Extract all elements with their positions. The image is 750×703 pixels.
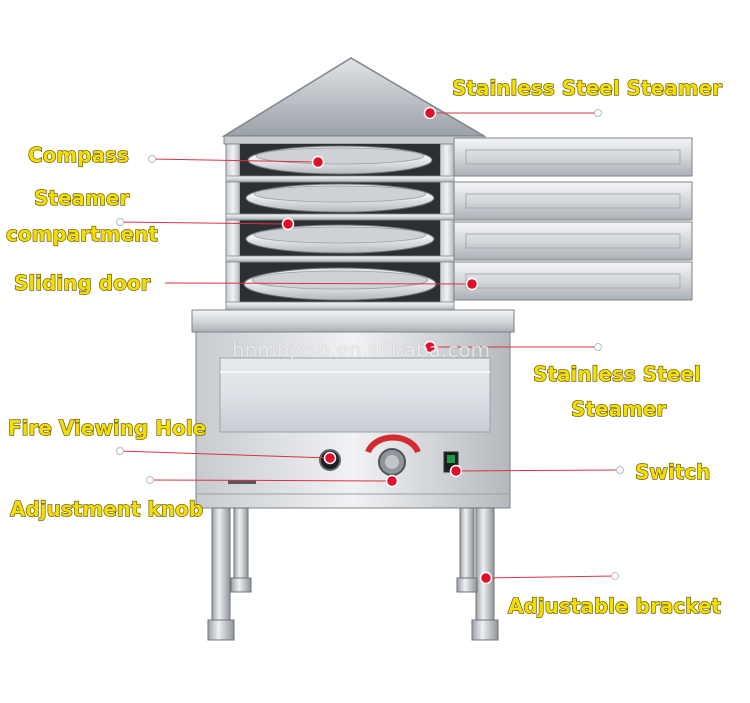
label-stainless-steel-steamer-top: Stainless Steel Steamer <box>451 76 722 100</box>
steamer-trays <box>243 145 437 301</box>
leader-lines <box>119 112 621 579</box>
label-stainless-steel-line1: Stainless Steel <box>532 362 701 386</box>
label-switch: Switch <box>634 460 711 484</box>
label-stainless-steel-line2: Steamer <box>570 397 667 421</box>
label-steamer-compartment-line2: compartment <box>5 222 158 246</box>
label-adjustment-knob: Adjustment knob <box>9 497 204 521</box>
red-markers <box>281 106 493 585</box>
label-steamer-compartment-line1: Steamer <box>33 186 130 210</box>
sliding-doors <box>453 137 693 301</box>
watermark: hnmbjxsb.en.alibaba.com <box>232 338 491 362</box>
leader-end-circles <box>116 109 624 580</box>
base-cabinet <box>191 309 515 509</box>
roof <box>221 57 487 145</box>
label-sliding-door: Sliding door <box>13 271 151 295</box>
label-compass: Compass <box>27 143 129 167</box>
legs <box>207 507 499 641</box>
label-adjustable-bracket: Adjustable bracket <box>507 594 721 618</box>
adjustment-knob <box>365 434 421 476</box>
label-fire-viewing-hole: Fire Viewing Hole <box>7 416 207 440</box>
